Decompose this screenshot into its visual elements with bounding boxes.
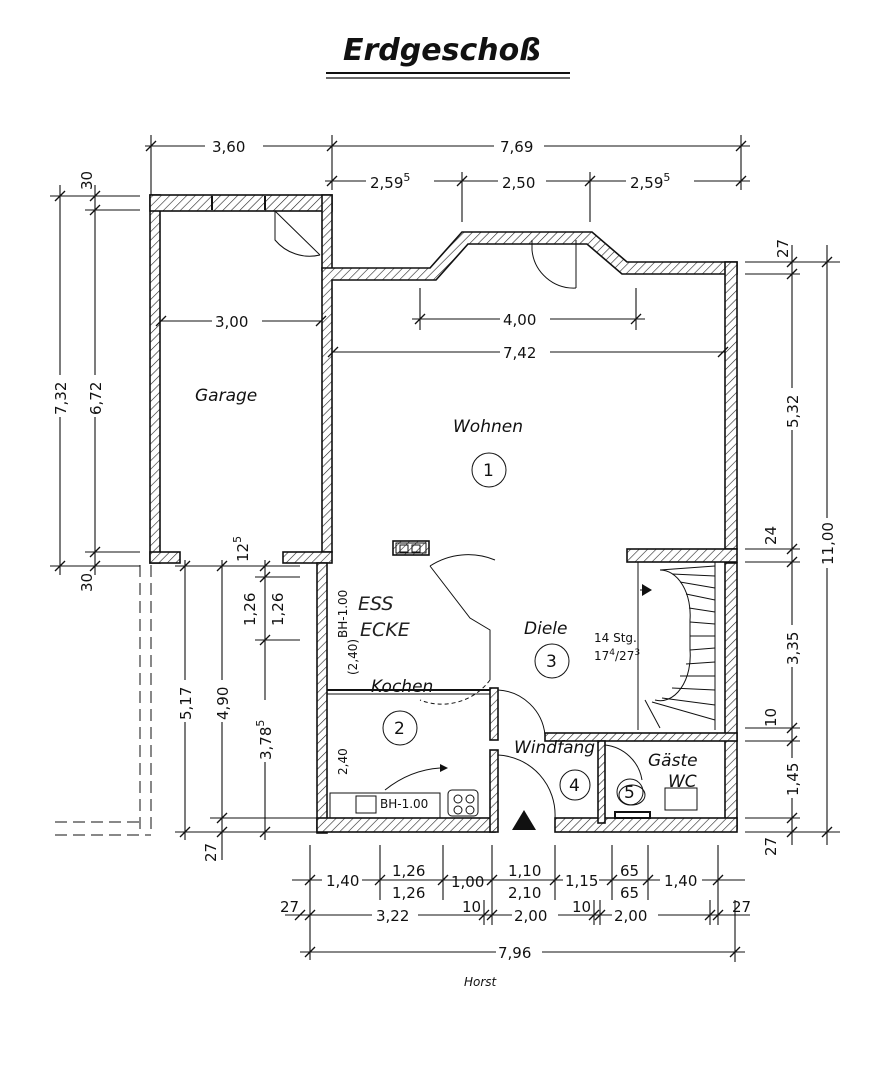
dim-1-26-b: 1,26 [269,593,287,626]
dining-door-swing-2 [419,679,491,705]
dim-27-left: 27 [202,843,220,862]
dim-24: 24 [762,526,780,545]
dim-27-bottom-right: 27 [732,898,751,916]
entrance-marker-icon [512,810,536,830]
chimney-flue-1 [399,544,409,553]
garage-door-leaf [274,210,321,256]
room-number-3: 3 [546,652,557,672]
dim-30-bottom: 30 [78,573,96,592]
dim-4-00: 4,00 [503,311,536,329]
dim-2-00-b: 2,00 [614,907,647,925]
room-label-diele: Diele [524,619,567,639]
note-hand-240a: (2,40) [346,639,360,675]
dim-left: 30 7,32 6,72 30 5,17 4,90 3,785 125 1,26… [50,171,320,862]
dim-65-b: 65 [620,884,639,902]
dim-2-00-a: 2,00 [514,907,547,925]
dim-5-32: 5,32 [784,395,802,428]
dim-2-50: 2,50 [502,174,535,192]
dim-1-45: 1,45 [784,763,802,796]
garage-driveway-dashed [55,565,152,836]
dim-1-40-left: 1,40 [326,872,359,890]
dim-3-35: 3,35 [784,632,802,665]
dining-door [429,565,491,680]
dim-top: 3,60 7,69 2,595 2,50 2,595 [145,135,750,222]
dim-3-00: 3,00 [215,313,248,331]
stairs-steps: 14 Stg. [594,631,637,645]
dim-interior: 3,00 4,00 7,42 [155,288,729,362]
dim-right: 27 5,32 11,00 24 3,35 10 1,45 27 [745,239,840,856]
dim-1-10: 1,10 [508,862,541,880]
windfang-door-swing [497,689,546,736]
dim-2-595-right: 2,595 [630,171,670,192]
room-number-5: 5 [624,783,635,803]
wc-door-swing [604,744,643,781]
room-number-4: 4 [569,776,580,796]
room-label-essecke-1: ESS [358,593,393,615]
stairs-ratio: 174/273 [594,648,640,663]
room-number-circle-2 [382,710,418,746]
note-bh-essecke: BH-1.00 [336,590,350,638]
dim-1-40-right: 1,40 [664,872,697,890]
room-label-garage: Garage [195,386,257,406]
room-number-circle-4 [559,769,591,801]
dim-3-785: 3,785 [254,720,275,760]
dim-1-15: 1,15 [565,872,598,890]
dim-10-bottom-b: 10 [572,898,591,916]
chimney-shaft [395,542,427,554]
kitchen-arrow-head-icon [440,764,448,772]
dim-7-42: 7,42 [503,344,536,362]
room-label-gaeste-2: WC [668,772,697,792]
dim-10-right: 10 [762,708,780,727]
room-label-essecke-2: ECKE [360,619,410,641]
dim-3-22: 3,22 [376,907,409,925]
dim-6-72: 6,72 [87,382,105,415]
staircase [637,562,716,730]
dim-27-right-top: 27 [774,239,792,258]
room-label-windfang: Windfang [514,738,595,758]
dim-2-595-left: 2,595 [370,171,410,192]
room-label-kochen: Kochen [371,677,433,697]
note-bh-kochen: BH-1.00 [380,797,428,811]
kitchen-arrow [384,767,441,791]
dim-11-00: 11,00 [819,522,837,565]
dim-27-right-bottom: 27 [762,837,780,856]
plan-title: Erdgeschoß [343,33,541,68]
dim-7-96: 7,96 [498,944,531,962]
walls [149,194,738,834]
svg-text:174/273: 174/273 [594,648,640,663]
room-number-circle-5 [616,778,644,806]
terrace-door-swing [531,240,577,289]
dim-bottom: 1,40 1,26 1,10 1,15 65 1,40 1,26 1,00 2,… [280,845,751,962]
dim-4-90: 4,90 [214,687,232,720]
dim-12-5: 125 [231,536,252,562]
dim-1-26-bottom-b: 1,26 [392,884,425,902]
garage-door-swing [274,211,321,257]
room-number-circle-1 [471,452,507,488]
dim-1-26-bottom-a: 1,26 [392,862,425,880]
chimney-flue-2 [411,544,421,553]
dim-27-bottom-left: 27 [280,898,299,916]
dim-65-a: 65 [620,862,639,880]
dim-5-17: 5,17 [177,687,195,720]
dim-3-60: 3,60 [212,138,245,156]
dining-door-swing [429,554,496,567]
note-hand-240b: 2,40 [336,748,350,775]
signature: Horst [464,975,498,989]
dim-7-32: 7,32 [52,382,70,415]
dim-7-69: 7,69 [500,138,533,156]
room-label-gaeste-1: Gäste [648,751,698,771]
dim-1-00: 1,00 [451,873,484,891]
dim-10-bottom-a: 10 [462,898,481,916]
dim-1-26-a: 1,26 [241,593,259,626]
entrance-door-swing [497,754,556,819]
room-number-1: 1 [483,461,494,481]
room-number-circle-3 [534,643,570,679]
room-label-wohnen: Wohnen [453,417,523,437]
dim-30-top: 30 [78,171,96,190]
kitchen-fixtures [329,789,479,819]
dim-2-10: 2,10 [508,884,541,902]
room-number-2: 2 [394,719,405,739]
